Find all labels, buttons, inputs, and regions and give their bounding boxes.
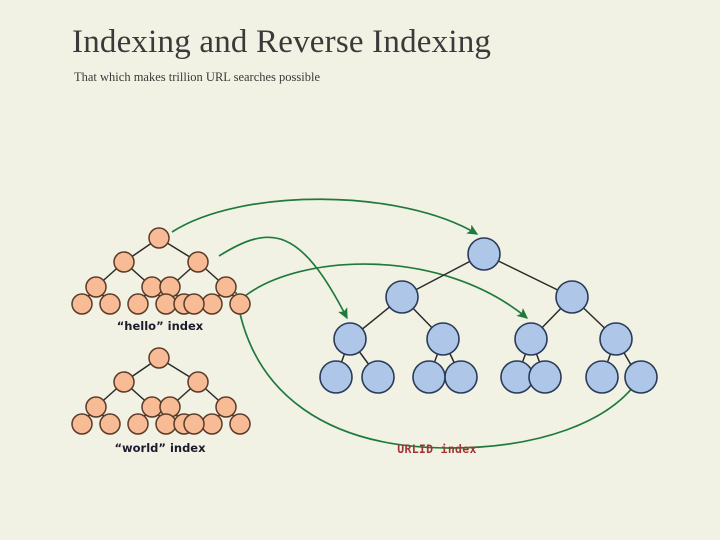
tree-hello-index: “hello” index (71, 227, 251, 333)
tree-node (201, 293, 223, 315)
tree-node (71, 413, 93, 435)
tree-node (624, 360, 658, 394)
tree-node (412, 360, 446, 394)
tree-node (155, 413, 177, 435)
tree-node (585, 360, 619, 394)
tree-node (187, 371, 209, 393)
tree-label-hello-index: “hello” index (117, 319, 204, 333)
tree-node (148, 347, 170, 369)
tree-node (127, 293, 149, 315)
page-subtitle: That which makes trillion URL searches p… (74, 70, 321, 84)
tree-hello-nodes (71, 227, 251, 315)
tree-label-urlid-index: URLID index (397, 442, 476, 456)
arrow-hello-leaf-to-urlid-mid (244, 263, 529, 319)
tree-node (426, 322, 460, 356)
diagram-svg: “hello” index (71, 198, 658, 456)
tree-urlid-index: URLID index (319, 237, 658, 456)
tree-node (85, 396, 107, 418)
tree-urlid-edges (335, 253, 639, 378)
arrow-hello-root-to-urlid-root (171, 198, 479, 235)
tree-node (85, 276, 107, 298)
tree-node (201, 413, 223, 435)
tree-node (229, 293, 251, 315)
tree-node (148, 227, 170, 249)
tree-node (183, 293, 205, 315)
tree-node (155, 293, 177, 315)
tree-node (555, 280, 589, 314)
tree-node (514, 322, 548, 356)
tree-world-nodes (71, 347, 251, 435)
tree-world-index: “world” index (71, 347, 251, 455)
tree-node (215, 276, 237, 298)
tree-node (113, 371, 135, 393)
tree-node (599, 322, 633, 356)
tree-node (229, 413, 251, 435)
tree-node (215, 396, 237, 418)
tree-node (467, 237, 501, 271)
tree-node (99, 413, 121, 435)
page-title: Indexing and Reverse Indexing (72, 24, 492, 60)
tree-node (113, 251, 135, 273)
tree-node (361, 360, 395, 394)
arrow-group (171, 198, 638, 449)
tree-node (385, 280, 419, 314)
tree-urlid-nodes (319, 237, 658, 394)
tree-node (333, 322, 367, 356)
tree-node (528, 360, 562, 394)
tree-label-world-index: “world” index (114, 441, 206, 455)
tree-node (183, 413, 205, 435)
tree-node (127, 413, 149, 435)
tree-node (99, 293, 121, 315)
arrow-world-to-urlid-leaf (235, 291, 638, 449)
arrow-hello-sub-to-urlid-mid-left (218, 236, 348, 320)
tree-node (319, 360, 353, 394)
tree-node (141, 276, 163, 298)
indexing-diagram: “hello” index (0, 96, 720, 516)
tree-node (444, 360, 478, 394)
tree-node (71, 293, 93, 315)
tree-node (141, 396, 163, 418)
tree-node (187, 251, 209, 273)
